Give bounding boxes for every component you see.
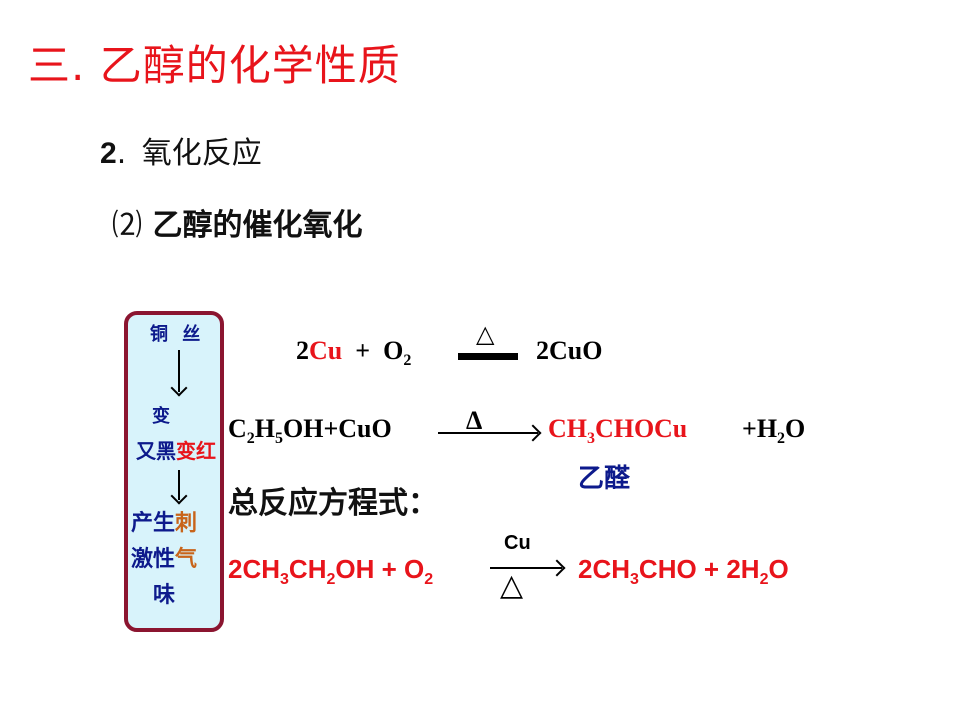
- eq1-o: O: [383, 336, 404, 365]
- eq1-plus: +: [355, 336, 371, 365]
- subsection-paren: ⑵: [112, 208, 142, 243]
- eq3-rhs-s2: 2: [759, 571, 769, 588]
- eq2-water-plus: +H: [742, 414, 778, 443]
- down-arrow-icon: [178, 350, 180, 392]
- eq3-lhs-b: CH: [288, 554, 327, 584]
- eq3-rhs-b: CHO + 2H: [638, 554, 760, 584]
- result-l1a: 产生: [131, 511, 176, 536]
- acetaldehyde-label: 乙醛: [578, 464, 631, 494]
- eq3-rhs-a: 2CH: [578, 554, 631, 584]
- eq1-cu: Cu: [309, 336, 343, 365]
- equation-3-rhs: 2CH3CHO + 2H2O: [578, 554, 789, 589]
- section-label: 氧化反应: [141, 136, 262, 171]
- change-black-text: 黑: [156, 439, 176, 463]
- equation-3-heat: △: [500, 568, 524, 603]
- equation-2-cu: Cu: [654, 414, 688, 443]
- eq2-rest: OH+CuO: [283, 414, 392, 443]
- observation-box: [124, 311, 224, 632]
- eq2-water-o: O: [785, 414, 806, 443]
- eq2-prod-sub: 3: [587, 430, 595, 447]
- equation-1-product: 2CuO: [536, 336, 603, 365]
- eq1-o-sub: 2: [403, 352, 412, 369]
- subsection-label: 乙醇的催化氧化: [152, 208, 363, 243]
- equation-3-lhs: 2CH3CH2OH + O2: [228, 554, 433, 589]
- eq2-prod-ch: CH: [548, 414, 587, 443]
- result-label: 产生刺 激性气 味: [131, 506, 197, 614]
- change-again-text: 又: [136, 439, 156, 463]
- result-l1b: 刺: [175, 511, 198, 536]
- eq3-lhs-a: 2CH: [228, 554, 281, 584]
- subsection-heading: ⑵ 乙醇的催化氧化: [112, 200, 362, 244]
- change-label: 又黑变红: [136, 435, 216, 464]
- overall-equation-label: 总反应方程式：: [228, 486, 438, 521]
- equation-2-product: CH3CHO: [548, 414, 654, 448]
- change-label-top: 变: [152, 402, 176, 428]
- equation-1-lhs: 2Cu + O2: [296, 336, 411, 370]
- copper-wire-label: 铜 丝: [150, 324, 205, 345]
- eq3-lhs-s3: 2: [424, 571, 434, 588]
- result-l3: 味: [153, 583, 176, 608]
- change-top-text: 变: [152, 406, 176, 427]
- equation-3-catalyst: Cu: [504, 532, 531, 554]
- eq1-coef: 2: [296, 336, 309, 365]
- section-heading: 2. 氧化反应: [100, 128, 262, 172]
- equation-2-condition: Δ: [466, 406, 483, 435]
- eq3-rhs-c: O: [768, 554, 789, 584]
- eq2-h-sub: 5: [275, 430, 284, 447]
- change-red-text: 变红: [176, 439, 216, 463]
- section-dot: .: [116, 136, 127, 171]
- page-title: 三. 乙醇的化学性质: [28, 41, 401, 90]
- eq3-lhs-c: OH + O: [335, 554, 425, 584]
- equation-1-bar: [458, 353, 518, 360]
- equation-2-arrow: [438, 432, 538, 434]
- eq3-lhs-s2: 2: [326, 571, 336, 588]
- eq2-prod-cho: CHO: [595, 414, 655, 443]
- equation-1-condition: △: [476, 320, 495, 348]
- result-l2a: 激性: [131, 547, 176, 572]
- equation-2-water: +H2O: [742, 414, 805, 448]
- eq2-c-sub: 2: [246, 430, 255, 447]
- eq2-water-sub: 2: [777, 430, 786, 447]
- section-number: 2: [100, 137, 117, 170]
- eq2-c: C: [228, 414, 247, 443]
- eq3-rhs-s1: 3: [630, 571, 639, 588]
- result-l2b: 气: [175, 547, 198, 572]
- eq3-lhs-s1: 3: [280, 571, 289, 588]
- equation-2-lhs: C2H5OH+CuO: [228, 414, 392, 448]
- down-arrow-icon-2: [178, 470, 180, 500]
- eq2-h: H: [254, 414, 276, 443]
- equation-3-arrow: [490, 567, 562, 569]
